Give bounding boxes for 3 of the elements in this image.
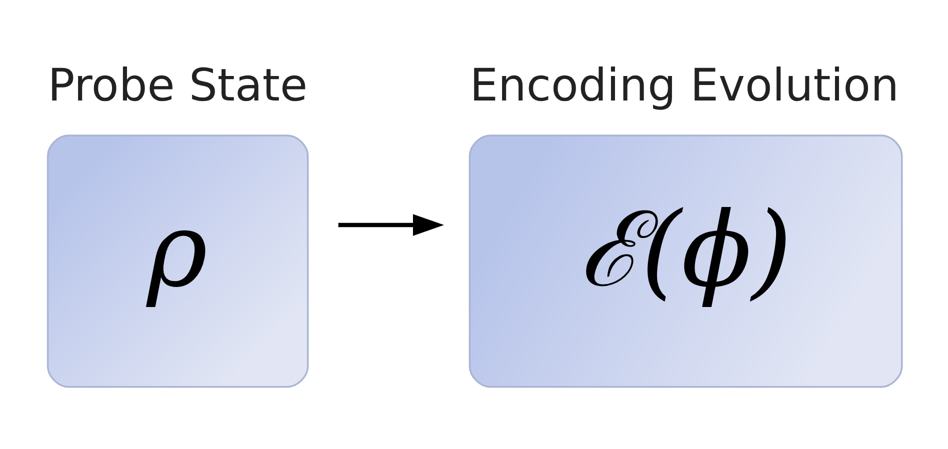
arrow <box>338 214 444 236</box>
node-label: Probe State <box>48 58 308 112</box>
node-label: Encoding Evolution <box>470 58 899 112</box>
